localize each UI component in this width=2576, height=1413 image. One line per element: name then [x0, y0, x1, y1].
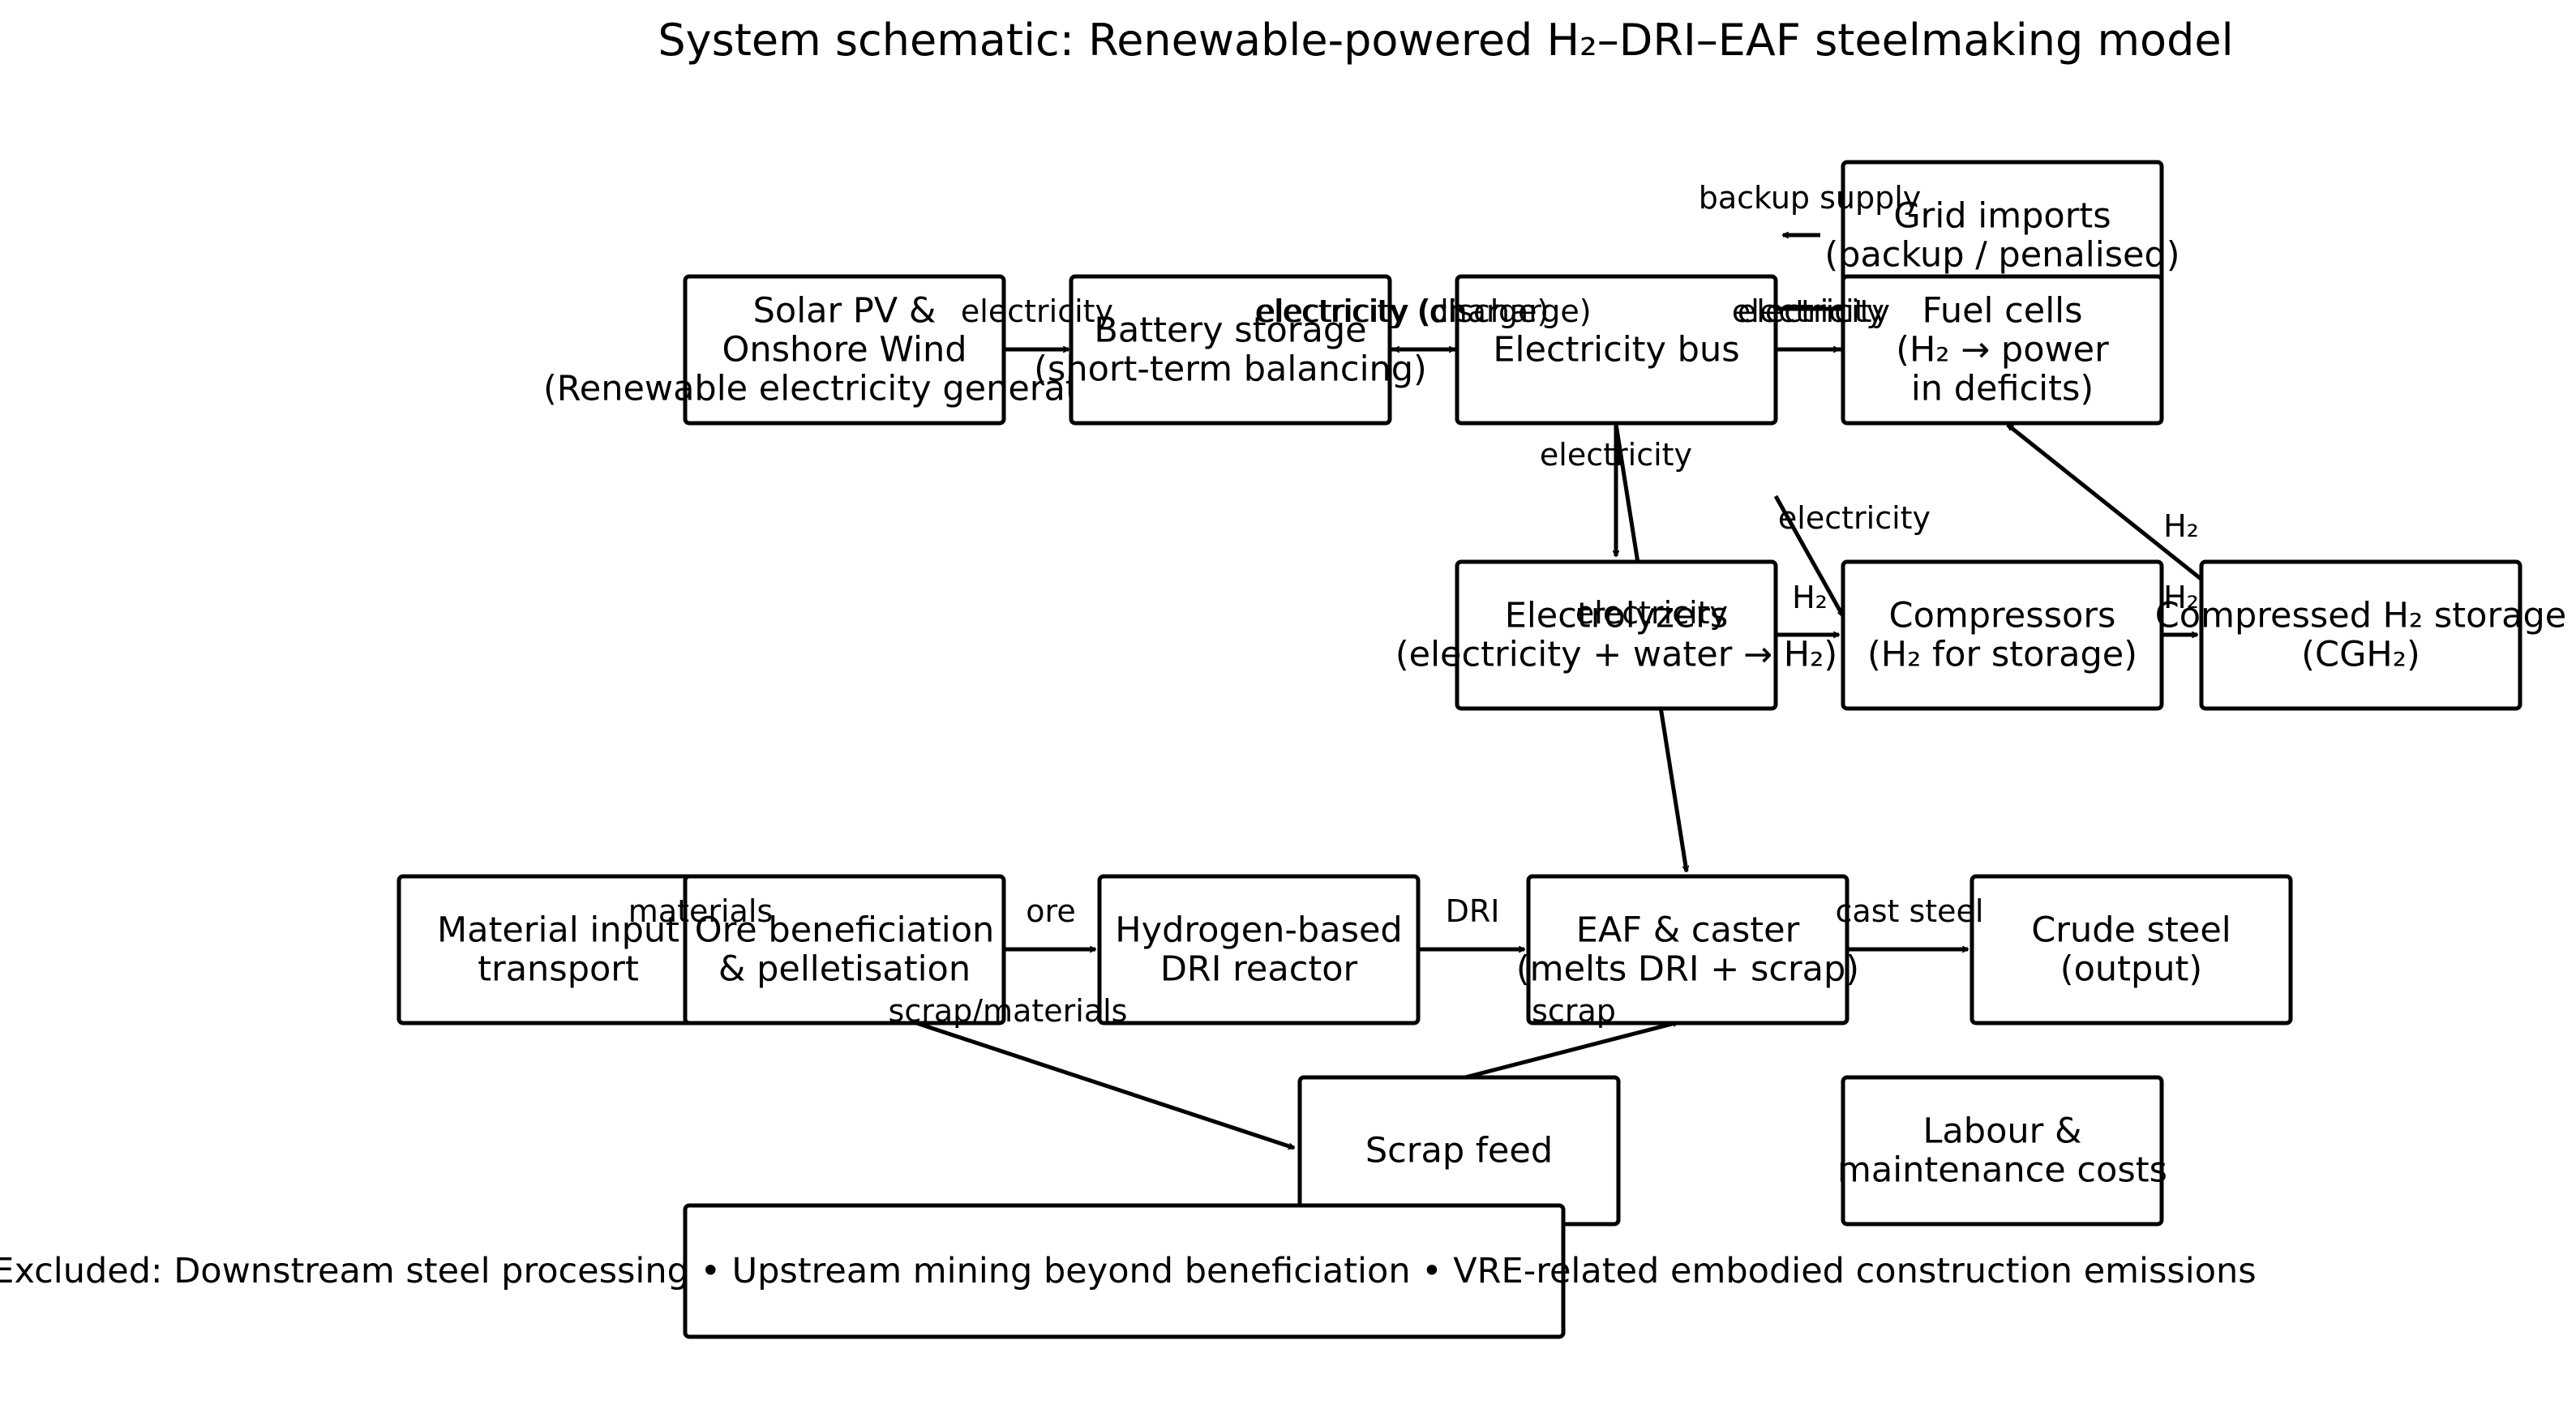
node-label: Compressors	[1889, 596, 2116, 636]
node-label: Compressed H₂ storage	[2155, 596, 2567, 636]
node-excluded: Excluded: Downstream steel processing • …	[0, 1203, 2257, 1339]
edge-label-backup: backup supply	[1699, 180, 1922, 216]
node-label: Electrolyzers	[1505, 596, 1729, 636]
edge-label-electricity: electricity	[1738, 293, 1890, 329]
node-bus: Electricity bus	[1455, 274, 1778, 426]
node-label: Fuel cells	[1922, 291, 2082, 332]
node-label: (melts DRI + scrap)	[1516, 949, 1859, 990]
node-label: DRI reactor	[1160, 949, 1358, 990]
node-label: Electricity bus	[1493, 330, 1739, 370]
node-label: (Renewable electricity generation)	[543, 369, 1146, 409]
node-scrap: Scrap feed	[1297, 1075, 1621, 1227]
edge-label-ore: ore	[1026, 893, 1075, 929]
node-label: Hydrogen-based	[1115, 910, 1402, 951]
node-label: in deficits)	[1911, 369, 2094, 409]
node-grid: Grid imports(backup / penalised)	[1824, 160, 2180, 311]
node-label: EAF & caster	[1576, 910, 1800, 951]
edge-label-electricity: electricity	[1732, 293, 1884, 329]
node-label: Crude steel	[2031, 910, 2231, 951]
edge-label-electricity: electricity	[1540, 437, 1692, 473]
node-label: Solar PV &	[753, 291, 937, 332]
edge-label-materials: materials	[628, 893, 773, 929]
node-label: (CGH₂)	[2301, 635, 2420, 675]
edge-label-h2: H₂	[2163, 580, 2199, 615]
node-label: Scrap feed	[1365, 1131, 1553, 1171]
edge-label-charge: electricity (charge)	[1257, 293, 1549, 329]
node-cgh2: Compressed H₂ storage(CGH₂)	[2155, 559, 2567, 711]
node-labour: Labour &maintenance costs	[1837, 1075, 2167, 1227]
edge-label-electricity: electricity	[1778, 500, 1931, 536]
node-label: (short-term balancing)	[1034, 349, 1427, 390]
node-label: Ore beneficiation	[695, 910, 995, 951]
node-label: Labour &	[1922, 1111, 2081, 1152]
edge-label-scrap: scrap	[1532, 993, 1616, 1029]
node-label: Onshore Wind	[722, 330, 967, 370]
edge-label-dri: DRI	[1446, 893, 1500, 929]
node-label: Excluded: Downstream steel processing • …	[0, 1251, 2257, 1291]
edge-label-electricity: electricity	[961, 293, 1113, 329]
edge-label-cast-steel: cast steel	[1836, 893, 1984, 929]
node-battery: Battery storage(short-term balancing)	[1034, 274, 1427, 426]
node-label: (H₂ for storage)	[1867, 635, 2137, 675]
nodes: Solar PV &Onshore Wind(Renewable electri…	[0, 160, 2567, 1339]
node-label: (backup / penalised)	[1824, 235, 2180, 276]
diagram-title: System schematic: Renewable-powered H₂–D…	[658, 15, 2233, 66]
node-solar-wind: Solar PV &Onshore Wind(Renewable electri…	[543, 274, 1146, 426]
node-label: maintenance costs	[1837, 1150, 2167, 1191]
edge-label-discharge: electricity (discharge)	[1254, 293, 1591, 329]
node-label: (electricity + water → H₂)	[1395, 635, 1837, 675]
edge-label-scrap-materials: scrap/materials	[889, 993, 1128, 1029]
node-crude: Crude steel(output)	[1970, 874, 2293, 1025]
edge-label-h2: H₂	[2163, 508, 2199, 544]
edge-electricity-to-compressors	[1773, 495, 1845, 616]
node-electrolyzers: Electrolyzers(electricity + water → H₂)	[1395, 559, 1837, 711]
edge-label-electricity: electricity	[1575, 595, 1728, 631]
node-label: & pelletisation	[718, 949, 971, 990]
node-label: Battery storage	[1094, 310, 1366, 351]
node-label: (H₂ → power	[1896, 330, 2109, 370]
edge-scrap-to-eaf	[1464, 1022, 1678, 1080]
node-eaf: EAF & caster(melts DRI + scrap)	[1516, 874, 1859, 1025]
node-ore: Ore beneficiation& pelletisation	[683, 874, 1006, 1025]
node-label: Material input	[437, 910, 679, 951]
node-compressors: Compressors(H₂ for storage)	[1841, 559, 2164, 711]
edge-label-h2: H₂	[1792, 580, 1828, 615]
node-label: (output)	[2060, 949, 2202, 990]
node-label: Grid imports	[1893, 196, 2111, 237]
node-label: transport	[478, 949, 639, 990]
